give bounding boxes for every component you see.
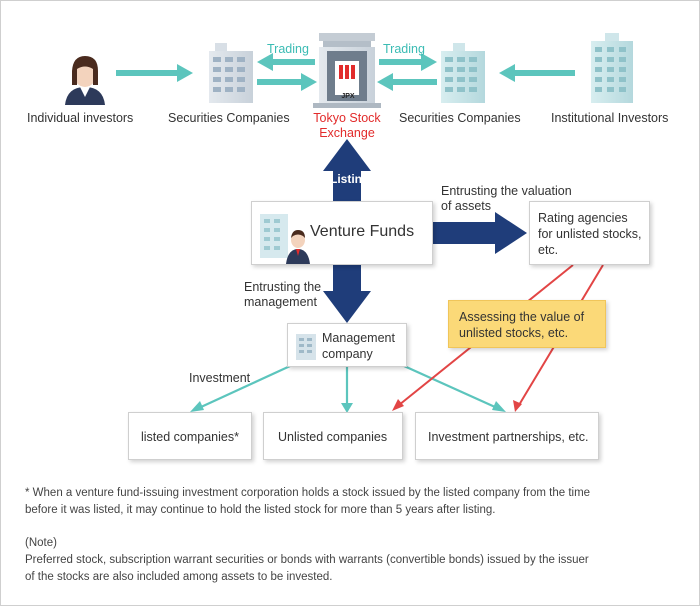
navy-arrows <box>323 139 527 323</box>
asterisk-note-line1: * When a venture fund-issuing investment… <box>25 487 591 499</box>
exchange-sign: JPX <box>341 93 355 100</box>
general-note: (Note) Preferred stock, subscription war… <box>25 535 685 586</box>
institutional-investors-icon <box>591 33 633 103</box>
securities-companies-left-label: Securities Companies <box>168 111 290 125</box>
valuation-arrow <box>433 212 527 254</box>
assessing-value-box: Assessing the value of unlisted stocks, … <box>448 300 606 348</box>
investment-arrowhead-listed <box>190 401 204 412</box>
arrow-individual-to-securities <box>116 64 193 82</box>
trading-left-label: Trading <box>267 42 309 56</box>
rating-agencies-line2: for unlisted stocks, <box>538 227 642 241</box>
top-teal-arrows <box>116 53 575 91</box>
entrusting-valuation-line2: of assets <box>441 199 492 213</box>
management-company-icon <box>296 334 316 360</box>
entrusting-valuation-label: Entrusting the valuation of assets <box>441 184 572 214</box>
assessing-value-line2: unlisted stocks, etc. <box>459 326 569 340</box>
rating-agencies-line1: Rating agencies <box>538 211 628 225</box>
management-company-label: Management company <box>322 330 395 362</box>
individual-investors-label: Individual investors <box>27 111 134 125</box>
listed-companies-label: listed companies* <box>141 430 239 444</box>
arrow-securities-left-to-exchange <box>257 73 317 91</box>
stock-exchange-building-icon <box>313 33 381 108</box>
institutional-investors-label: Institutional Investors <box>551 111 669 125</box>
investment-arrow-listed <box>200 360 302 408</box>
management-company-box: Management company <box>287 323 407 367</box>
entrusting-management-line2: management <box>244 295 317 309</box>
entrusting-management-label: Entrusting the management <box>244 280 321 310</box>
listed-companies-box: listed companies* <box>128 412 252 460</box>
individual-investor-icon <box>65 56 105 105</box>
investment-label: Investment <box>189 371 251 385</box>
assessing-arrowhead-unlisted <box>392 399 404 411</box>
unlisted-companies-label: Unlisted companies <box>278 430 388 444</box>
arrow-trading-right <box>379 53 437 71</box>
investment-partnerships-box: Investment partnerships, etc. <box>415 412 599 460</box>
asterisk-note-line2: before it was listed, it may continue to… <box>25 504 496 516</box>
venture-funds-box: Venture Funds <box>251 201 433 265</box>
listing-label: Listing <box>330 172 370 186</box>
rating-agencies-box: Rating agencies for unlisted stocks, etc… <box>529 201 650 265</box>
assessing-value-label: Assessing the value of unlisted stocks, … <box>459 309 584 341</box>
management-arrow <box>323 265 371 323</box>
assessing-arrowhead-partnerships <box>513 400 522 412</box>
venture-funds-icon <box>260 214 310 264</box>
investment-arrowhead-unlisted <box>341 403 353 413</box>
investment-arrow-partnerships <box>392 359 496 409</box>
asterisk-note: * When a venture fund-issuing investment… <box>25 485 685 519</box>
arrow-securities-right-to-exchange <box>377 73 437 91</box>
rating-agencies-label: Rating agencies for unlisted stocks, etc… <box>538 210 642 258</box>
rating-agencies-line3: etc. <box>538 243 559 257</box>
assessing-value-line1: Assessing the value of <box>459 310 585 324</box>
exchange-label: Tokyo Stock Exchange <box>301 111 393 141</box>
note-heading: (Note) <box>25 537 57 549</box>
arrow-trading-left <box>257 53 315 71</box>
investment-arrows <box>200 359 496 409</box>
trading-right-label: Trading <box>383 42 425 56</box>
securities-company-right-icon <box>441 43 485 103</box>
venture-funds-label: Venture Funds <box>310 223 415 240</box>
investment-arrowhead-partnerships <box>492 401 506 412</box>
entrusting-management-line1: Entrusting the <box>244 280 322 294</box>
securities-company-left-icon <box>209 43 253 103</box>
note-line1: Preferred stock, subscription warrant se… <box>25 554 589 566</box>
investment-partnerships-label: Investment partnerships, etc. <box>428 430 589 444</box>
exchange-label-line1: Tokyo Stock <box>313 111 381 125</box>
securities-companies-right-label: Securities Companies <box>399 111 521 125</box>
exchange-label-line2: Exchange <box>319 126 375 140</box>
arrow-institutional-to-securities <box>499 64 575 82</box>
note-line2: of the stocks are also included among as… <box>25 571 333 583</box>
entrusting-valuation-line1: Entrusting the valuation <box>441 184 572 198</box>
unlisted-companies-box: Unlisted companies <box>263 412 403 460</box>
management-company-line2: company <box>322 347 373 361</box>
management-company-line1: Management <box>322 331 395 345</box>
listing-arrow <box>323 139 371 201</box>
